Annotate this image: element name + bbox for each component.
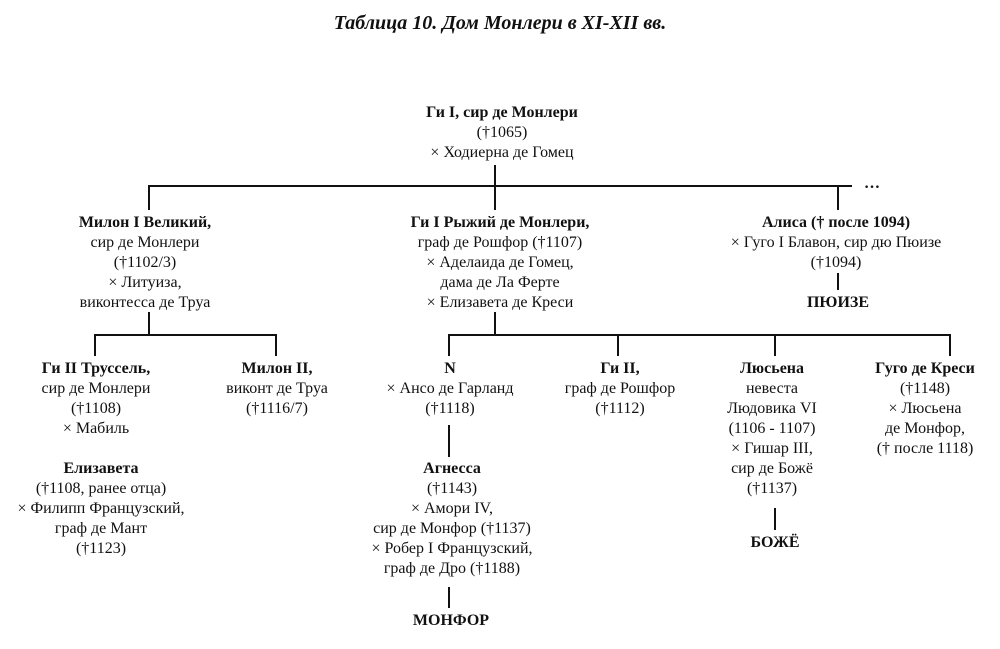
house-montfort: МОНФОР (412, 612, 490, 629)
person-elizabeth: Елизавета (†1108, ранее отца) × Филипп Ф… (17, 460, 185, 557)
page-title: Таблица 10. Дом Монлери в XI-XII вв. (333, 12, 667, 34)
person-n: N × Ансо де Гарланд (†1118) (386, 360, 514, 417)
person-hugo-de-crecy: Гуго де Креси (†1148) × Люсьена де Монфо… (875, 360, 975, 457)
house-puiset: ПЮИЗЕ (806, 294, 870, 311)
person-lucienne: Люсьена невеста Людовика VI (1106 - 1107… (727, 360, 817, 497)
person-guy-2-trousseau: Ги II Труссель, сир де Монлери (†1108) ×… (41, 360, 151, 437)
more-descendants-ellipsis: … (864, 175, 880, 192)
person-milon-1: Милон I Великий, сир де Монлери (†1102/3… (78, 214, 212, 311)
person-alice: Алиса († после 1094) × Гуго I Блавон, си… (730, 214, 942, 271)
person-agnes: Агнесса (†1143) × Амори IV, сир де Монфо… (371, 460, 533, 577)
person-guy-1-red: Ги I Рыжий де Монлери, граф де Рошфор (†… (410, 214, 590, 311)
person-milon-2: Милон II, виконт де Труа (†1116/7) (226, 360, 328, 417)
person-guy-1: Ги I, сир де Монлери (†1065) × Ходиерна … (426, 104, 578, 161)
house-beaujeu: БОЖЁ (750, 534, 800, 551)
person-guy-2: Ги II, граф де Рошфор (†1112) (564, 360, 676, 417)
